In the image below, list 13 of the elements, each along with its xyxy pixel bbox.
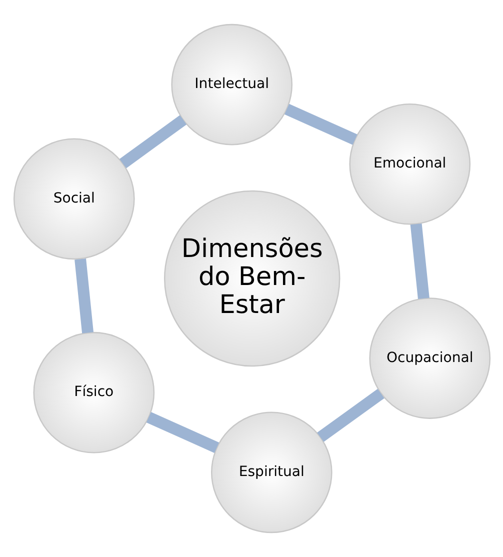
- connector: [410, 224, 429, 300]
- node-circle: Ocupacional: [368, 298, 490, 419]
- node-circle: Emocional: [348, 103, 470, 225]
- node-circle: Social: [12, 138, 134, 260]
- node-circle: Espiritual: [210, 412, 332, 534]
- node-circle: Dimensões do Bem-Estar: [163, 190, 340, 367]
- connector: [284, 104, 357, 145]
- node-circle: Intelectual: [170, 24, 292, 146]
- connector: [118, 115, 186, 168]
- connector: [74, 258, 94, 334]
- connector: [316, 388, 384, 442]
- connector: [146, 412, 219, 453]
- node-circle: Físico: [32, 332, 154, 454]
